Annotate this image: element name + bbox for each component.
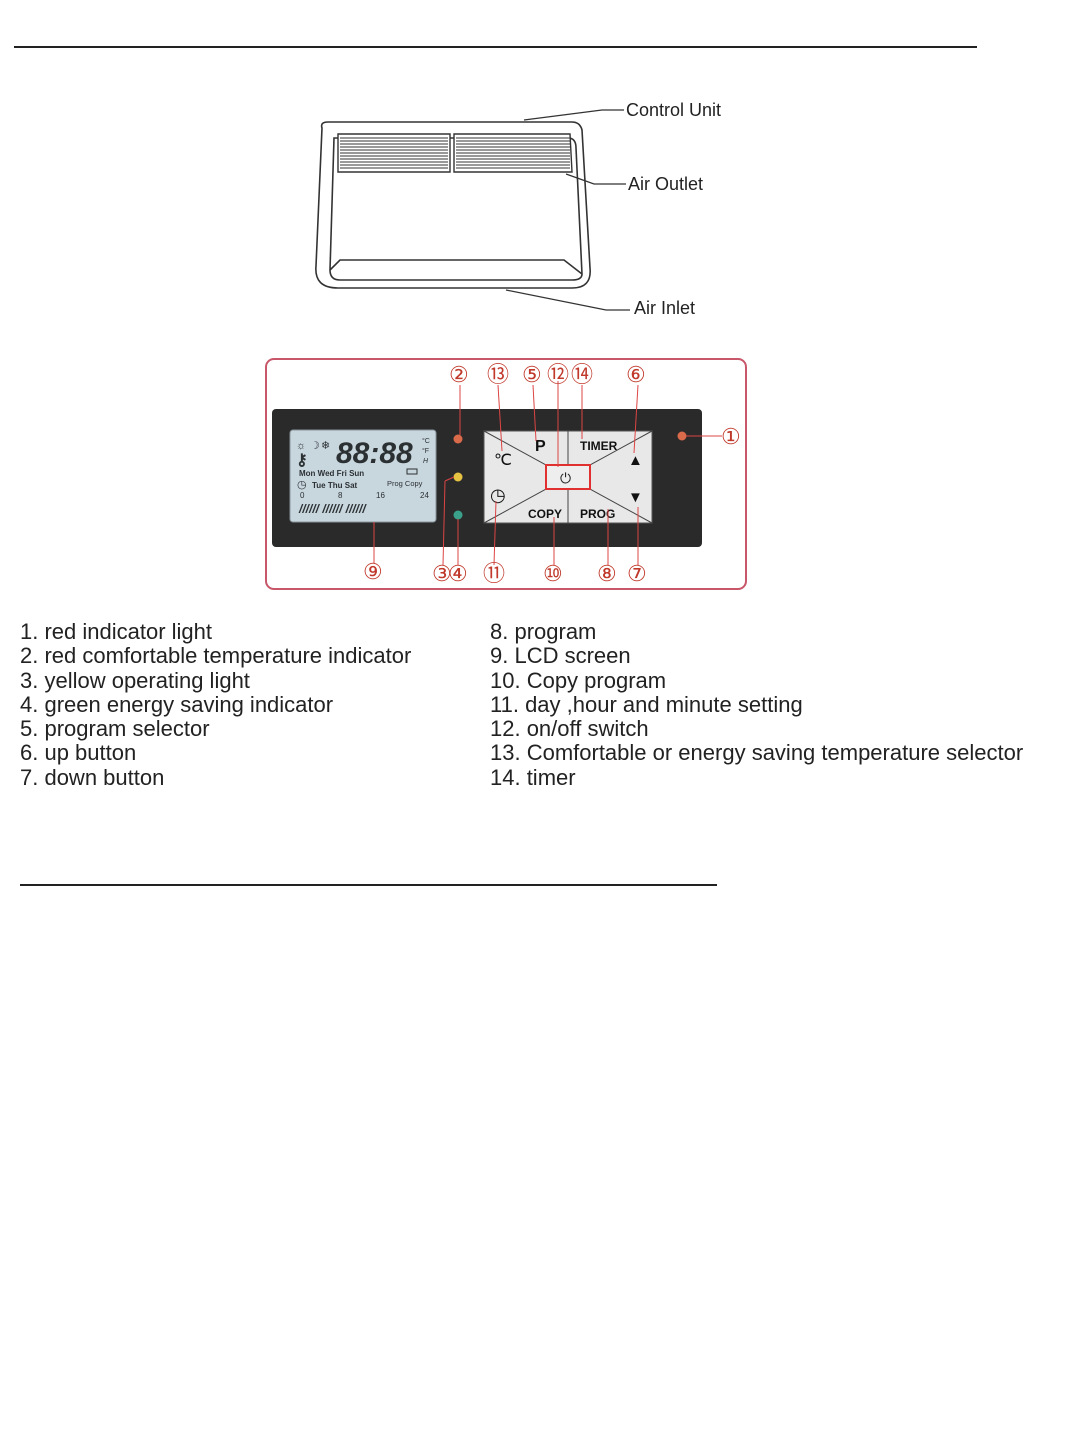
leader-air-inlet [505,289,630,311]
lcd-days-top: Mon Wed Fri Sun [299,469,364,478]
clock-button[interactable]: ◷ [490,485,506,505]
lcd-bar-graph: ////// ////// ////// [298,502,367,516]
heater-body [315,121,591,289]
key-icon: ⚷ [296,452,308,469]
legend-item-10: 10. Copy program [490,667,667,693]
power-button[interactable] [545,464,591,490]
callout-9: ⑨ [363,559,383,584]
red-indicator-light [677,431,687,441]
callout-13: ⑬ [487,362,509,387]
callout-8: ⑧ [597,561,617,586]
heater-front [329,137,583,281]
sun-icon: ☼ [296,440,306,452]
legend-item-1: 1. red indicator light [20,619,212,644]
callout-14: ⑭ [571,362,593,387]
label-air-inlet: Air Inlet [634,298,695,318]
prog-button[interactable]: PROG [580,507,615,521]
legend-right: 8. program 9. LCD screen 10. Copy progra… [490,619,1024,790]
legend-item-14: 14. timer [490,764,576,790]
leader-control-unit [523,109,624,121]
down-button[interactable]: ▼ [628,489,643,506]
legend-item-6: 6. up button [20,740,137,766]
green-energy-saving-indicator [453,510,463,520]
clock-icon: ◷ [297,479,307,491]
callout-11: ⑪ [483,561,505,586]
celsius-button[interactable]: ℃ [494,452,512,469]
legend-item-3: 3. yellow operating light [20,667,250,693]
legend-item-4: 4. green energy saving indicator [20,691,334,717]
battery-icon [406,468,418,475]
hour-16: 16 [376,491,385,500]
callout-12: ⑫ [547,362,569,387]
lcd-days-bottom: Tue Thu Sat [312,481,358,490]
moon-icon: ☽ [310,440,320,452]
legend-item-8: 8. program [490,619,597,644]
snowflake-icon: ❄ [321,440,330,452]
top-rule [14,46,977,48]
callout-6: ⑥ [626,362,646,387]
label-control-unit: Control Unit [626,100,721,120]
legend-item-11: 11. day ,hour and minute setting [490,691,803,717]
callout-3: ③ [432,561,452,586]
legend-left: 1. red indicator light 2. red comfortabl… [20,619,412,790]
lcd-prog-copy: Prog Copy [387,479,423,488]
lcd-digits: 88:88 [336,437,413,470]
heater-diagram: Control Unit Air Outlet Air Inlet [315,100,721,318]
power-icon: ⏻ [560,470,571,486]
callout-10: ⑩ [543,561,563,586]
legend-item-9: 9. LCD screen [490,643,631,669]
callout-1: ① [721,424,741,449]
button-keypad: ⏻ P TIMER ℃ ▲ ◷ ▼ COPY PROG [483,430,653,524]
up-button[interactable]: ▲ [628,452,643,469]
callout-2: ② [449,362,469,387]
red-comfort-indicator [453,434,463,444]
yellow-operating-light [453,472,463,482]
legend-item-5: 5. program selector [20,716,210,742]
callout-4: ④ [448,561,468,586]
bottom-rule [20,884,717,886]
p-button[interactable]: P [535,438,546,455]
unit-c: °C [422,437,430,445]
hour-24: 24 [420,491,429,500]
lcd-screen [289,429,437,523]
unit-f: °F [422,447,429,455]
unit-h: H [423,458,429,465]
callout-5: ⑤ [522,362,542,387]
legend-item-2: 2. red comfortable temperature indicator [20,643,412,669]
hour-8: 8 [338,491,343,500]
legend-item-13: 13. Comfortable or energy saving tempera… [490,740,1024,766]
control-panel-diagram: ☼ ☽ ❄ ⚷ 88:88 °C °F H Mon Wed Fri Sun ◷ … [265,358,747,590]
callout-7: ⑦ [627,561,647,586]
legend-item-12: 12. on/off switch [490,716,649,742]
timer-button[interactable]: TIMER [580,439,618,453]
leader-air-outlet [565,173,626,185]
hour-0: 0 [300,491,305,500]
legend-item-7: 7. down button [20,764,165,790]
copy-button[interactable]: COPY [528,507,562,521]
label-air-outlet: Air Outlet [628,174,703,194]
